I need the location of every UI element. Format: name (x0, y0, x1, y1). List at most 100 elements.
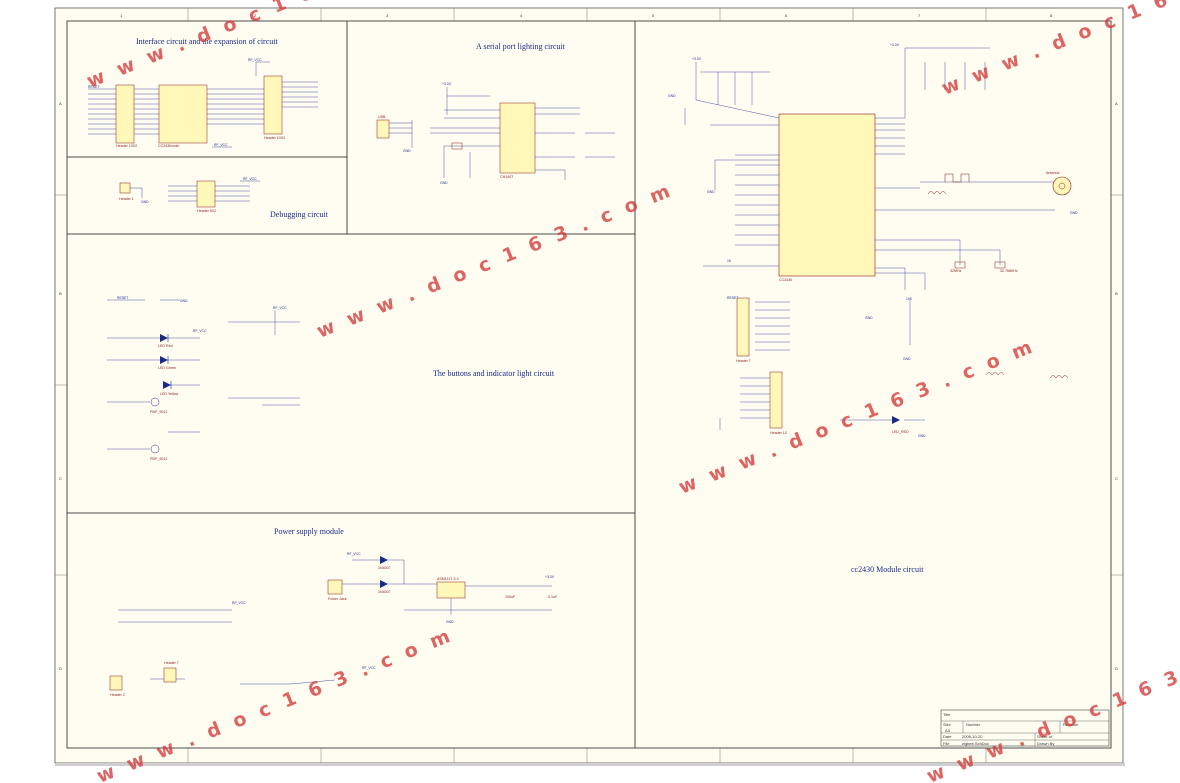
grid-row-d-right: D (1115, 666, 1118, 671)
cc2430node-label: CC2430node (158, 144, 179, 148)
grid-col-3: 3 (386, 13, 389, 18)
cc-gnd-f: GND (918, 434, 926, 438)
grid-row-b-right: B (1115, 291, 1118, 296)
header-7-cc (736, 297, 750, 357)
asm1117-regulator (436, 581, 466, 599)
grid-col-1: 1 (120, 13, 123, 18)
power-v33: +3.3V (545, 575, 555, 579)
led-green-label: LED Green (158, 366, 176, 370)
led-red-cc-label: LED_RED (892, 430, 909, 434)
header-10-cc-label: Header 10 (770, 431, 787, 435)
interface-reset-net: RESET (88, 85, 99, 89)
frame-shadow (55, 763, 1125, 766)
title-block-size: Size (943, 722, 952, 727)
serial-gnd-b: GND (403, 149, 411, 153)
buttons-rfvcc-b: RF_VCC (193, 329, 207, 333)
antenna-label: Antenna (1046, 171, 1059, 175)
buttons-gnd: GND (180, 299, 188, 303)
cc-gnd-c: GND (865, 316, 873, 320)
title-block-sheet: Sheet of (1037, 734, 1053, 739)
led-yellow-indicator (163, 381, 172, 389)
header-5x2-debug (196, 180, 216, 208)
title-block-date: Date (943, 734, 952, 739)
cc-v33-b: +3.3V (890, 43, 900, 47)
ch340t-chip (499, 102, 536, 174)
usb-connector (376, 119, 390, 139)
cc-reset: RESET (727, 296, 738, 300)
interface-rfvcc: RF_VCC (248, 58, 262, 62)
ch340t-label: CH340T (500, 175, 514, 179)
diode-2 (380, 580, 388, 588)
led-red-indicator (160, 334, 169, 342)
title-power: Power supply module (274, 527, 344, 536)
title-block-file: File (943, 741, 950, 746)
power-rfvcc: RF_VCC (347, 552, 361, 556)
grid-col-5: 5 (652, 13, 655, 18)
grid-row-c-right: C (1115, 476, 1118, 481)
header-7-power-label: Header 7 (164, 661, 179, 665)
inner-frame (66, 20, 1112, 749)
grid-row-b: B (59, 291, 62, 296)
header-7-power (163, 667, 177, 683)
header-10-cc (769, 371, 783, 429)
reset-net-label: RESET (117, 296, 128, 300)
cc-gnd-d: GND (903, 357, 911, 361)
serial-v33: +3.3V (442, 82, 452, 86)
title-cc2430: cc2430 Module circuit (851, 565, 924, 574)
grid-col-6: 6 (785, 13, 788, 18)
transistor-2-label: PNP_9012 (150, 457, 167, 461)
transistor-1-label: PNP_9012 (150, 410, 167, 414)
power-rfvcc-c: RF_VCC (362, 666, 376, 670)
transistor-2 (150, 444, 160, 454)
title-block-size-value: A3 (945, 728, 951, 733)
title-buttons: The buttons and indicator light circuit (433, 369, 555, 378)
diode-1 (380, 556, 388, 564)
grid-col-2: 2 (254, 13, 257, 18)
title-block-file-value: zigbee.SchDoc (962, 741, 989, 746)
debug-gnd: GND (141, 200, 149, 204)
power-jack (327, 579, 343, 595)
grid-row-a-right: A (1115, 101, 1118, 106)
antenna-connector (1052, 176, 1072, 196)
buttons-circuit: LED Red LED Green LED Yellow PNP_9012 PN… (107, 296, 300, 461)
serial-circuit: USB CH340T +3.3V GND GND (376, 82, 615, 185)
power-gnd: GND (446, 620, 454, 624)
title-block: Title Size A3 Number Revision Date 2008-… (940, 709, 1110, 747)
cc2430node-chip (158, 84, 208, 144)
power-jack-label: Power Jack (328, 597, 347, 601)
cc2430-label: CC2430 (779, 278, 792, 282)
rf-inductors (927, 173, 1069, 379)
buttons-rfvcc: RF_VCC (273, 306, 287, 310)
header-2-power (109, 675, 123, 691)
crystal-32mhz-label: 32MHz (950, 269, 962, 273)
antenna-connector-core (1058, 182, 1066, 190)
cc-v33: +3.3V (692, 57, 702, 61)
title-block-number: Number (966, 722, 981, 727)
title-serial: A serial port lighting circuit (476, 42, 566, 51)
led-red-cc (892, 416, 900, 424)
debugging-circuit: Header 1 Header 5X2 RF_VCC GND (119, 177, 260, 213)
title-block-title: Title (943, 712, 951, 717)
cap-100uf-label: 100uF (505, 595, 516, 599)
cc-res-10k: 10K (906, 297, 913, 301)
title-block-drawn: Drawn By (1037, 741, 1054, 746)
section-boxes (66, 20, 1112, 749)
header-10x2-left (115, 84, 135, 144)
cc-gnd: GND (668, 94, 676, 98)
cc-gnd-b: GND (707, 190, 715, 194)
diode-2-label: 1N4007 (378, 590, 391, 594)
interface-circuit: Header 10X2 CC2430node Header 10X2 RF_VC… (88, 58, 318, 148)
cc-gnd-e: GND (1070, 211, 1078, 215)
power-circuit: Power Jack ASM1117-3.3 1N4007 1N4007 100… (109, 552, 558, 697)
crystal-32mhz (954, 261, 966, 269)
header-1-debug-label: Header 1 (119, 197, 134, 201)
serial-gnd: GND (440, 181, 448, 185)
usb-label: USB (378, 115, 386, 119)
debug-rfvcc: RF_VCC (243, 177, 257, 181)
led-green-indicator (160, 356, 169, 364)
diode-1-label: 1N4007 (378, 566, 391, 570)
grid-row-a: A (59, 101, 62, 106)
header-5x2-debug-label: Header 5X2 (197, 209, 216, 213)
title-block-date-value: 2008-10-20 (962, 734, 983, 739)
